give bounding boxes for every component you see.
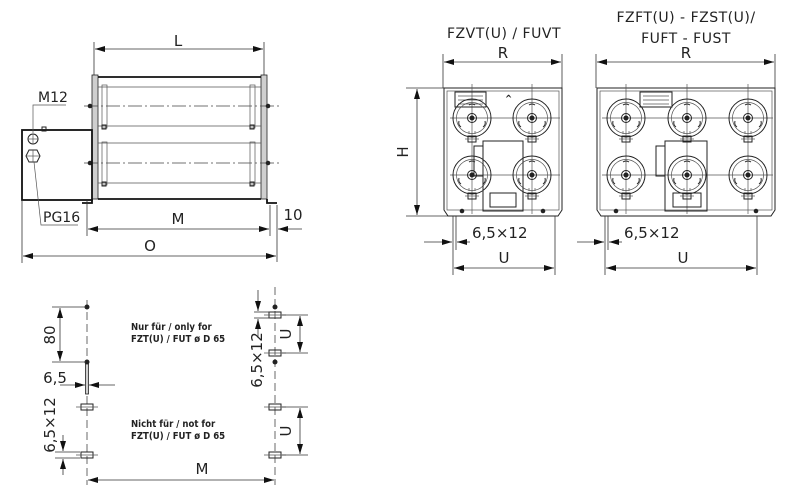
front-view-4-u-label: U [499,249,510,267]
dim-80-label: 80 [41,325,59,344]
svg-text:^: ^ [505,94,512,105]
terminal-box-front [482,140,524,212]
front-view-4-title: FZVT(U) / FUVT [447,26,561,42]
drilling-plan: 80 6,5 6,5×12 6,5×12 U U [41,287,308,485]
dim-mount-label: M [172,210,185,228]
note-not-line2: FZT(U) / FUT ø D 65 [131,431,225,442]
front-view-6-u-label: U [678,249,689,267]
rating-plate [454,91,487,108]
side-view: L [21,32,303,263]
front-view-6-width-label: R [681,44,691,62]
ground-screw-icon [27,133,39,145]
front-view-4-width-label: R [498,44,508,62]
cable-gland-icon [25,149,41,163]
cable-gland-label: PG16 [43,210,80,226]
dim-overall-label: O [144,237,156,255]
drilling-m-label: M [196,460,209,478]
note-not-line1: Nicht für / not for [131,419,216,430]
front-view-6-slot-label: 6,5×12 [624,224,680,242]
terminal-box [21,129,93,201]
rating-plate [639,91,673,108]
front-view-6-title-line1: FZFT(U) - FZST(U)/ [616,10,755,26]
front-view-4-slot-label: 6,5×12 [472,224,528,242]
front-view-4-fans: FZVT(U) / FUVT R H ^ [394,26,563,275]
dim-length-label: L [174,32,183,50]
dim-offset-label: 10 [283,206,302,224]
u-top-label: U [277,329,295,340]
slot-left-label: 6,5×12 [41,397,59,453]
ground-screw-label: M12 [38,90,68,106]
u-bottom-label: U [277,426,295,437]
dim-6-5-label: 6,5 [43,369,67,387]
note-only-line1: Nur für / only for [131,322,213,333]
end-plate-right [260,74,268,200]
note-only-line2: FZT(U) / FUT ø D 65 [131,334,225,345]
front-view-6-fans: FZFT(U) - FZST(U)/ FUFT - FUST R 6,5×1 [577,10,776,275]
front-view-6-title-line2: FUFT - FUST [641,31,731,47]
height-label: H [394,146,412,157]
slot-right-label: 6,5×12 [248,332,266,388]
